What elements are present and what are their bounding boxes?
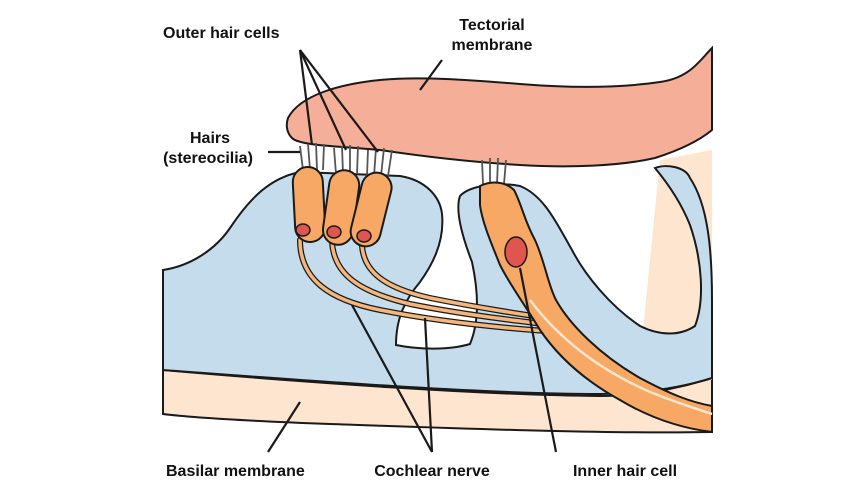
inner-hair-cell-nucleus [504, 236, 528, 268]
cochlear-nerve-fibers [297, 237, 563, 335]
label-inner-hair-cell: Inner hair cell [573, 463, 677, 480]
label-stereocilia: (stereocilia) [163, 150, 253, 167]
inner-nerve-strand [529, 299, 713, 416]
label-hairs: Hairs [190, 130, 230, 147]
label-basilar-membrane: Basilar membrane [166, 463, 305, 480]
label-outer-hair-cells: Outer hair cells [163, 25, 280, 42]
label-cochlear-nerve: Cochlear nerve [374, 463, 490, 480]
label-tectorial-membrane-line2: membrane [452, 37, 533, 54]
outer-hair-cells [291, 166, 393, 248]
tectorial-membrane [285, 45, 713, 168]
supporting-cells [162, 165, 713, 396]
label-tectorial-membrane-line1: Tectorial [459, 17, 525, 34]
leader-lines [267, 49, 558, 453]
